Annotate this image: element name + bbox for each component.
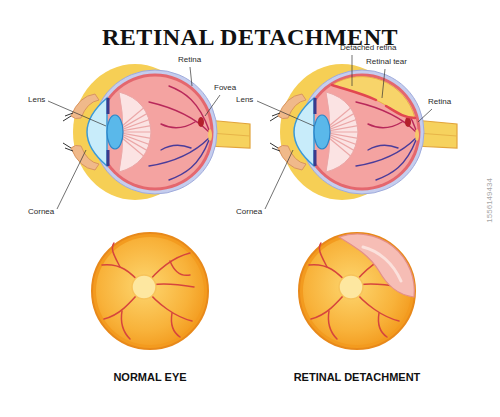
detached-area — [339, 234, 414, 297]
watermark-id: 1556149434 — [486, 178, 495, 223]
part-label: Retinal tear — [366, 58, 407, 67]
panel-caption: NORMAL EYE — [113, 371, 186, 383]
leader-lines — [257, 101, 314, 126]
leader-lines — [205, 95, 220, 116]
detached-retina — [332, 85, 376, 100]
subretinal-fluid — [332, 77, 415, 118]
leader-lines — [48, 101, 106, 126]
part-label: Fovea — [214, 84, 236, 93]
leader-lines — [418, 109, 432, 122]
detached-fundus — [299, 233, 415, 349]
part-label: Detached retina — [340, 44, 396, 53]
normal-fundus — [92, 233, 208, 349]
panel-caption: RETINAL DETACHMENT — [294, 371, 421, 383]
leader-lines — [57, 150, 86, 209]
detached-highlight — [363, 247, 401, 281]
normal-eye-section — [63, 64, 250, 200]
detached-retina — [386, 106, 415, 118]
part-label: Retina — [178, 56, 201, 65]
part-label: Cornea — [236, 208, 262, 217]
leader-lines — [48, 55, 432, 209]
part-label: Retina — [428, 98, 451, 107]
leader-lines — [382, 69, 385, 98]
leader-lines — [352, 55, 353, 86]
fundus-detachment — [339, 234, 414, 297]
detached-retina-overlay — [332, 77, 415, 118]
part-label: Cornea — [28, 208, 54, 217]
leader-lines — [265, 150, 293, 209]
leader-lines — [190, 67, 192, 86]
part-label: Lens — [236, 96, 253, 105]
detached-eye-section — [270, 64, 457, 200]
part-label: Lens — [28, 96, 45, 105]
